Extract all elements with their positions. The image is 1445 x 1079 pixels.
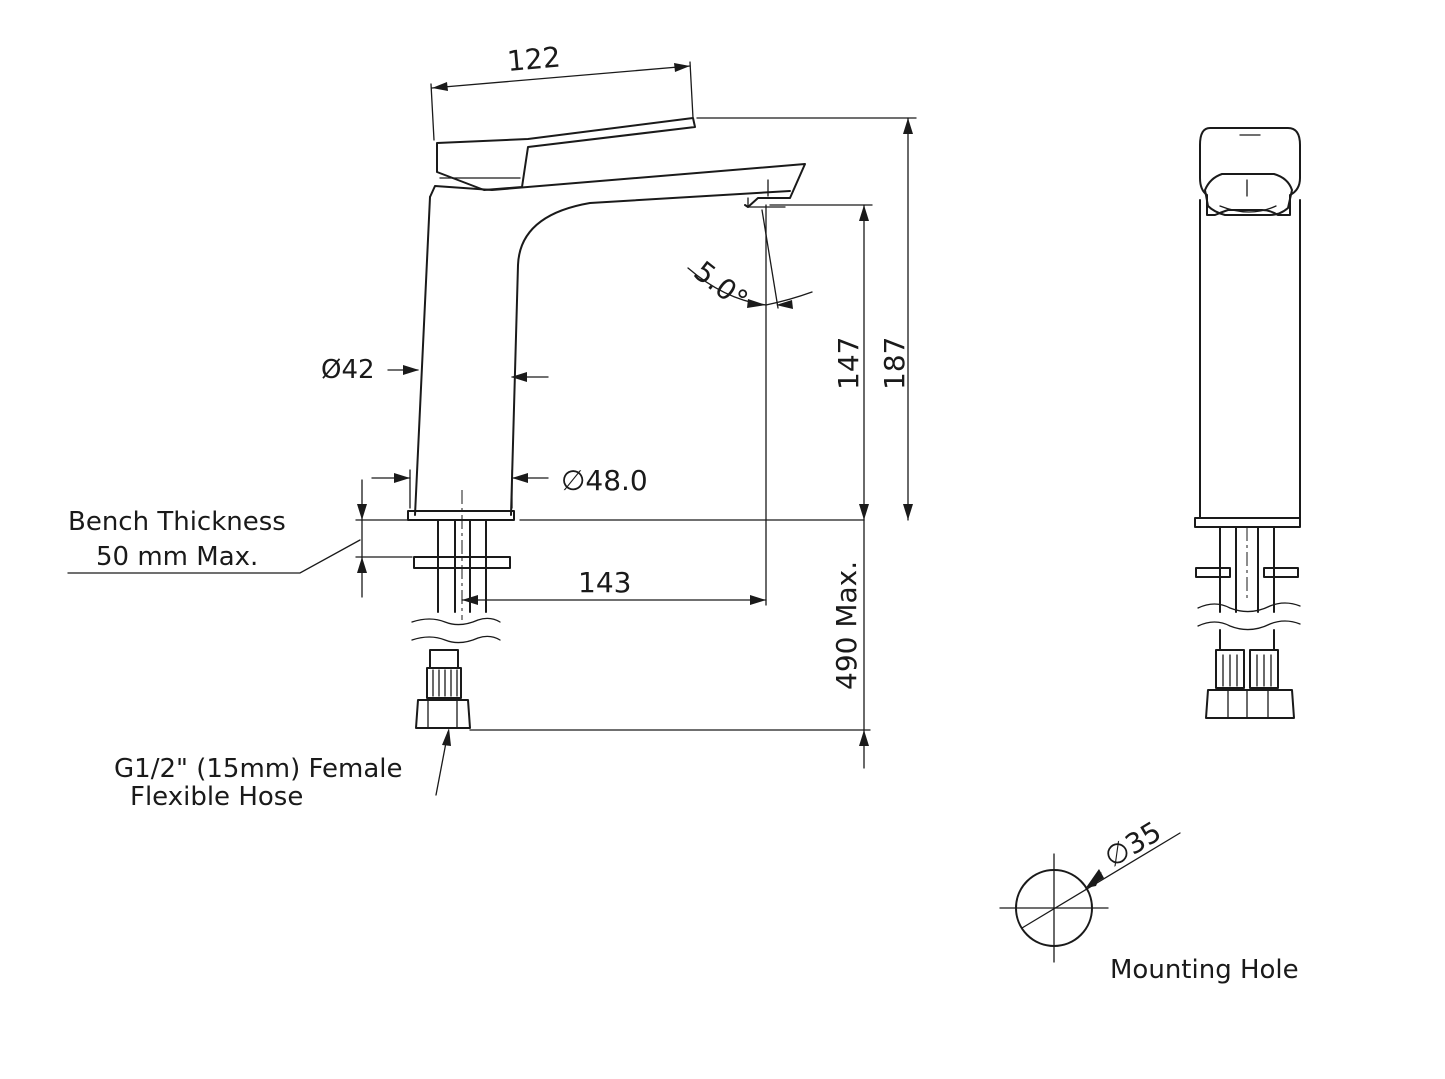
mounting-hole: ∅35 Mounting Hole: [999, 815, 1299, 985]
dim-spout-height-label: 147: [832, 337, 865, 390]
dim-overall-height-label: 187: [878, 337, 911, 390]
dim-spout-reach: 143: [461, 566, 767, 605]
bench-thickness-max-label: 50 mm Max.: [96, 542, 258, 572]
base-plate: [407, 510, 515, 521]
hose-spec-label: G1/2" (15mm) Female: [114, 754, 403, 784]
dim-spout-height: 147: [769, 204, 873, 521]
mounting-shank: [413, 519, 511, 613]
dim-body-diameter-top-label: Ø42: [321, 355, 375, 385]
front-view: [1194, 127, 1301, 719]
dim-body-diameter-base-label: ∅48.0: [561, 464, 648, 497]
hose-break: [411, 617, 501, 644]
dim-spout-angle-label: 5.0°: [688, 255, 754, 317]
side-view: [407, 117, 806, 729]
mounting-hole-label: Mounting Hole: [1110, 955, 1299, 985]
dim-overall-height: 187: [696, 117, 917, 521]
hose-type-label: Flexible Hose: [130, 782, 303, 812]
dim-spout-angle: 5.0°: [687, 204, 813, 606]
hose-fitting: [415, 649, 471, 729]
dim-handle-length-label: 122: [506, 40, 562, 78]
tap-body: [414, 163, 806, 516]
hose-callout: G1/2" (15mm) Female Flexible Hose: [114, 728, 451, 812]
bench-thickness-label: Bench Thickness: [68, 507, 286, 537]
dim-body-diameter-base: ∅48.0: [371, 464, 648, 509]
dim-hose-length-label: 490 Max.: [830, 561, 863, 690]
handle-lever: [436, 117, 696, 191]
dim-spout-reach-label: 143: [578, 566, 631, 599]
dim-hose-length: 490 Max.: [469, 519, 871, 769]
mounting-hole-diameter-label: ∅35: [1099, 815, 1167, 874]
dim-handle-length: 122: [430, 40, 694, 141]
dim-body-diameter-top: Ø42: [321, 355, 549, 385]
dim-bench-thickness: Bench Thickness 50 mm Max.: [67, 479, 865, 598]
